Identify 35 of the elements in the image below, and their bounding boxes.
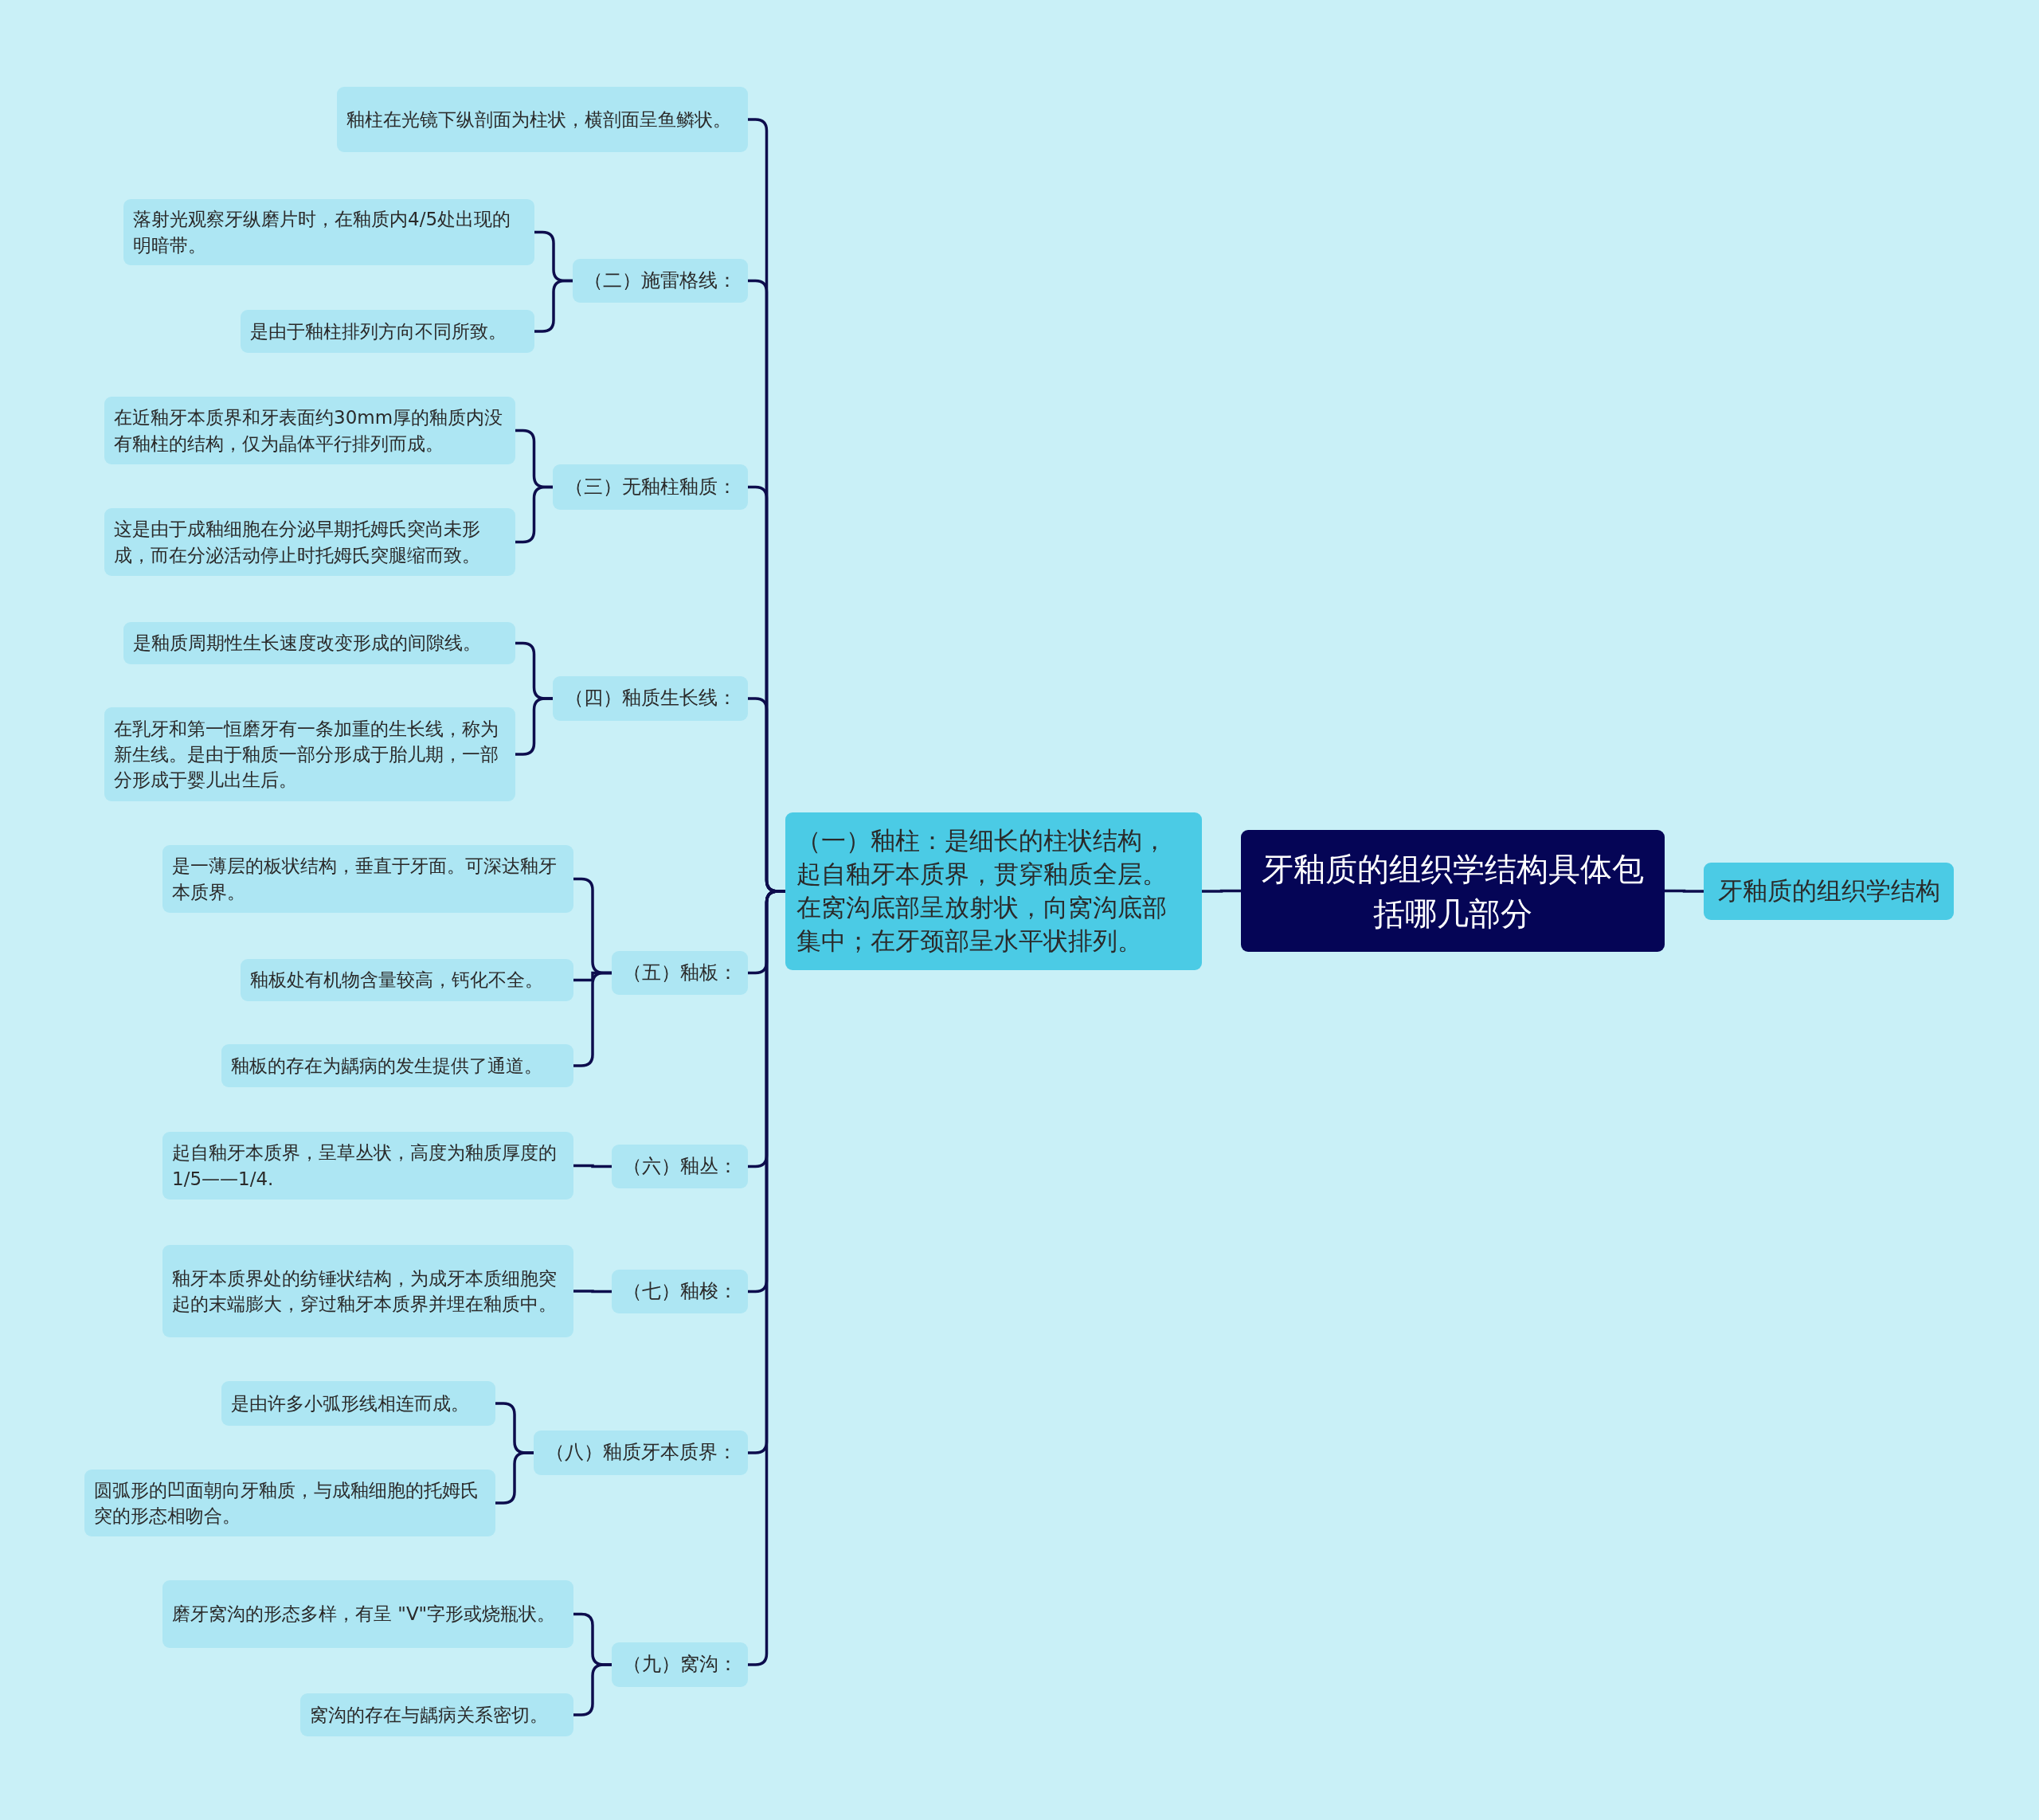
connector-line bbox=[573, 1290, 612, 1294]
detail-box: 落射光观察牙纵磨片时，在釉质内4/5处出现的明暗带。 bbox=[123, 199, 534, 265]
detail-box: 釉柱在光镜下纵剖面为柱状，横剖面呈鱼鳞状。 bbox=[337, 87, 748, 152]
connector-line bbox=[1202, 889, 1241, 893]
detail-box: 釉板的存在为龋病的发生提供了通道。 bbox=[221, 1044, 573, 1087]
connector-line bbox=[515, 697, 553, 756]
subtopic-box: （九）窝沟： bbox=[612, 1642, 748, 1687]
detail-box: 是由许多小弧形线相连而成。 bbox=[221, 1381, 495, 1426]
detail-box: 是釉质周期性生长速度改变形成的间隙线。 bbox=[123, 622, 515, 664]
detail-box: 窝沟的存在与龋病关系密切。 bbox=[300, 1693, 573, 1736]
connector-line bbox=[573, 1164, 612, 1168]
subtopic-box: （二）施雷格线： bbox=[573, 259, 748, 303]
detail-box: 是由于釉柱排列方向不同所致。 bbox=[241, 310, 534, 353]
detail-box: 是一薄层的板状结构，垂直于牙面。可深达釉牙本质界。 bbox=[162, 845, 573, 913]
detail-box: 在乳牙和第一恒磨牙有一条加重的生长线，称为新生线。是由于釉质一部分形成于胎儿期，一部分形成于婴儿出生后。 bbox=[104, 707, 515, 801]
subtopic-box: （七）釉梭： bbox=[612, 1270, 748, 1313]
detail-box: 釉板处有机物含量较高，钙化不全。 bbox=[241, 959, 573, 1001]
subtopic-box: （三）无釉柱釉质： bbox=[553, 464, 748, 510]
detail-box: 釉牙本质界处的纺锤状结构，为成牙本质细胞突起的末端膨大，穿过釉牙本质界并埋在釉质中。 bbox=[162, 1245, 573, 1337]
detail-box: 磨牙窝沟的形态多样，有呈 "V"字形或烧瓶状。 bbox=[162, 1580, 573, 1648]
detail-box: 圆弧形的凹面朝向牙釉质，与成釉细胞的托姆氏突的形态相吻合。 bbox=[84, 1470, 495, 1536]
detail-box: 在近釉牙本质界和牙表面约30mm厚的釉质内没有釉柱的结构，仅为晶体平行排列而成。 bbox=[104, 397, 515, 464]
topic-box: （一）釉柱：是细长的柱状结构，起自釉牙本质界，贯穿釉质全层。在窝沟底部呈放射状，向窝沟底部集中；在牙颈部呈水平状排列。 bbox=[785, 812, 1202, 970]
detail-box: 起自釉牙本质界，呈草丛状，高度为釉质厚度的1/5——1/4. bbox=[162, 1132, 573, 1200]
connector-line bbox=[573, 971, 612, 1067]
connector-line bbox=[1665, 889, 1704, 893]
subtopic-box: （四）釉质生长线： bbox=[553, 676, 748, 721]
central-topic-box: 牙釉质的组织学结构具体包括哪几部分 bbox=[1241, 830, 1665, 952]
connector-line bbox=[534, 279, 573, 333]
connector-line bbox=[515, 485, 553, 544]
subtopic-box: （五）釉板： bbox=[612, 951, 748, 995]
subtopic-box: （八）釉质牙本质界： bbox=[534, 1431, 748, 1475]
subtopic-box: （六）釉丛： bbox=[612, 1145, 748, 1188]
topic-box: 牙釉质的组织学结构 bbox=[1704, 863, 1954, 920]
detail-box: 这是由于成釉细胞在分泌早期托姆氏突尚未形成，而在分泌活动停止时托姆氏突腿缩而致。 bbox=[104, 508, 515, 576]
